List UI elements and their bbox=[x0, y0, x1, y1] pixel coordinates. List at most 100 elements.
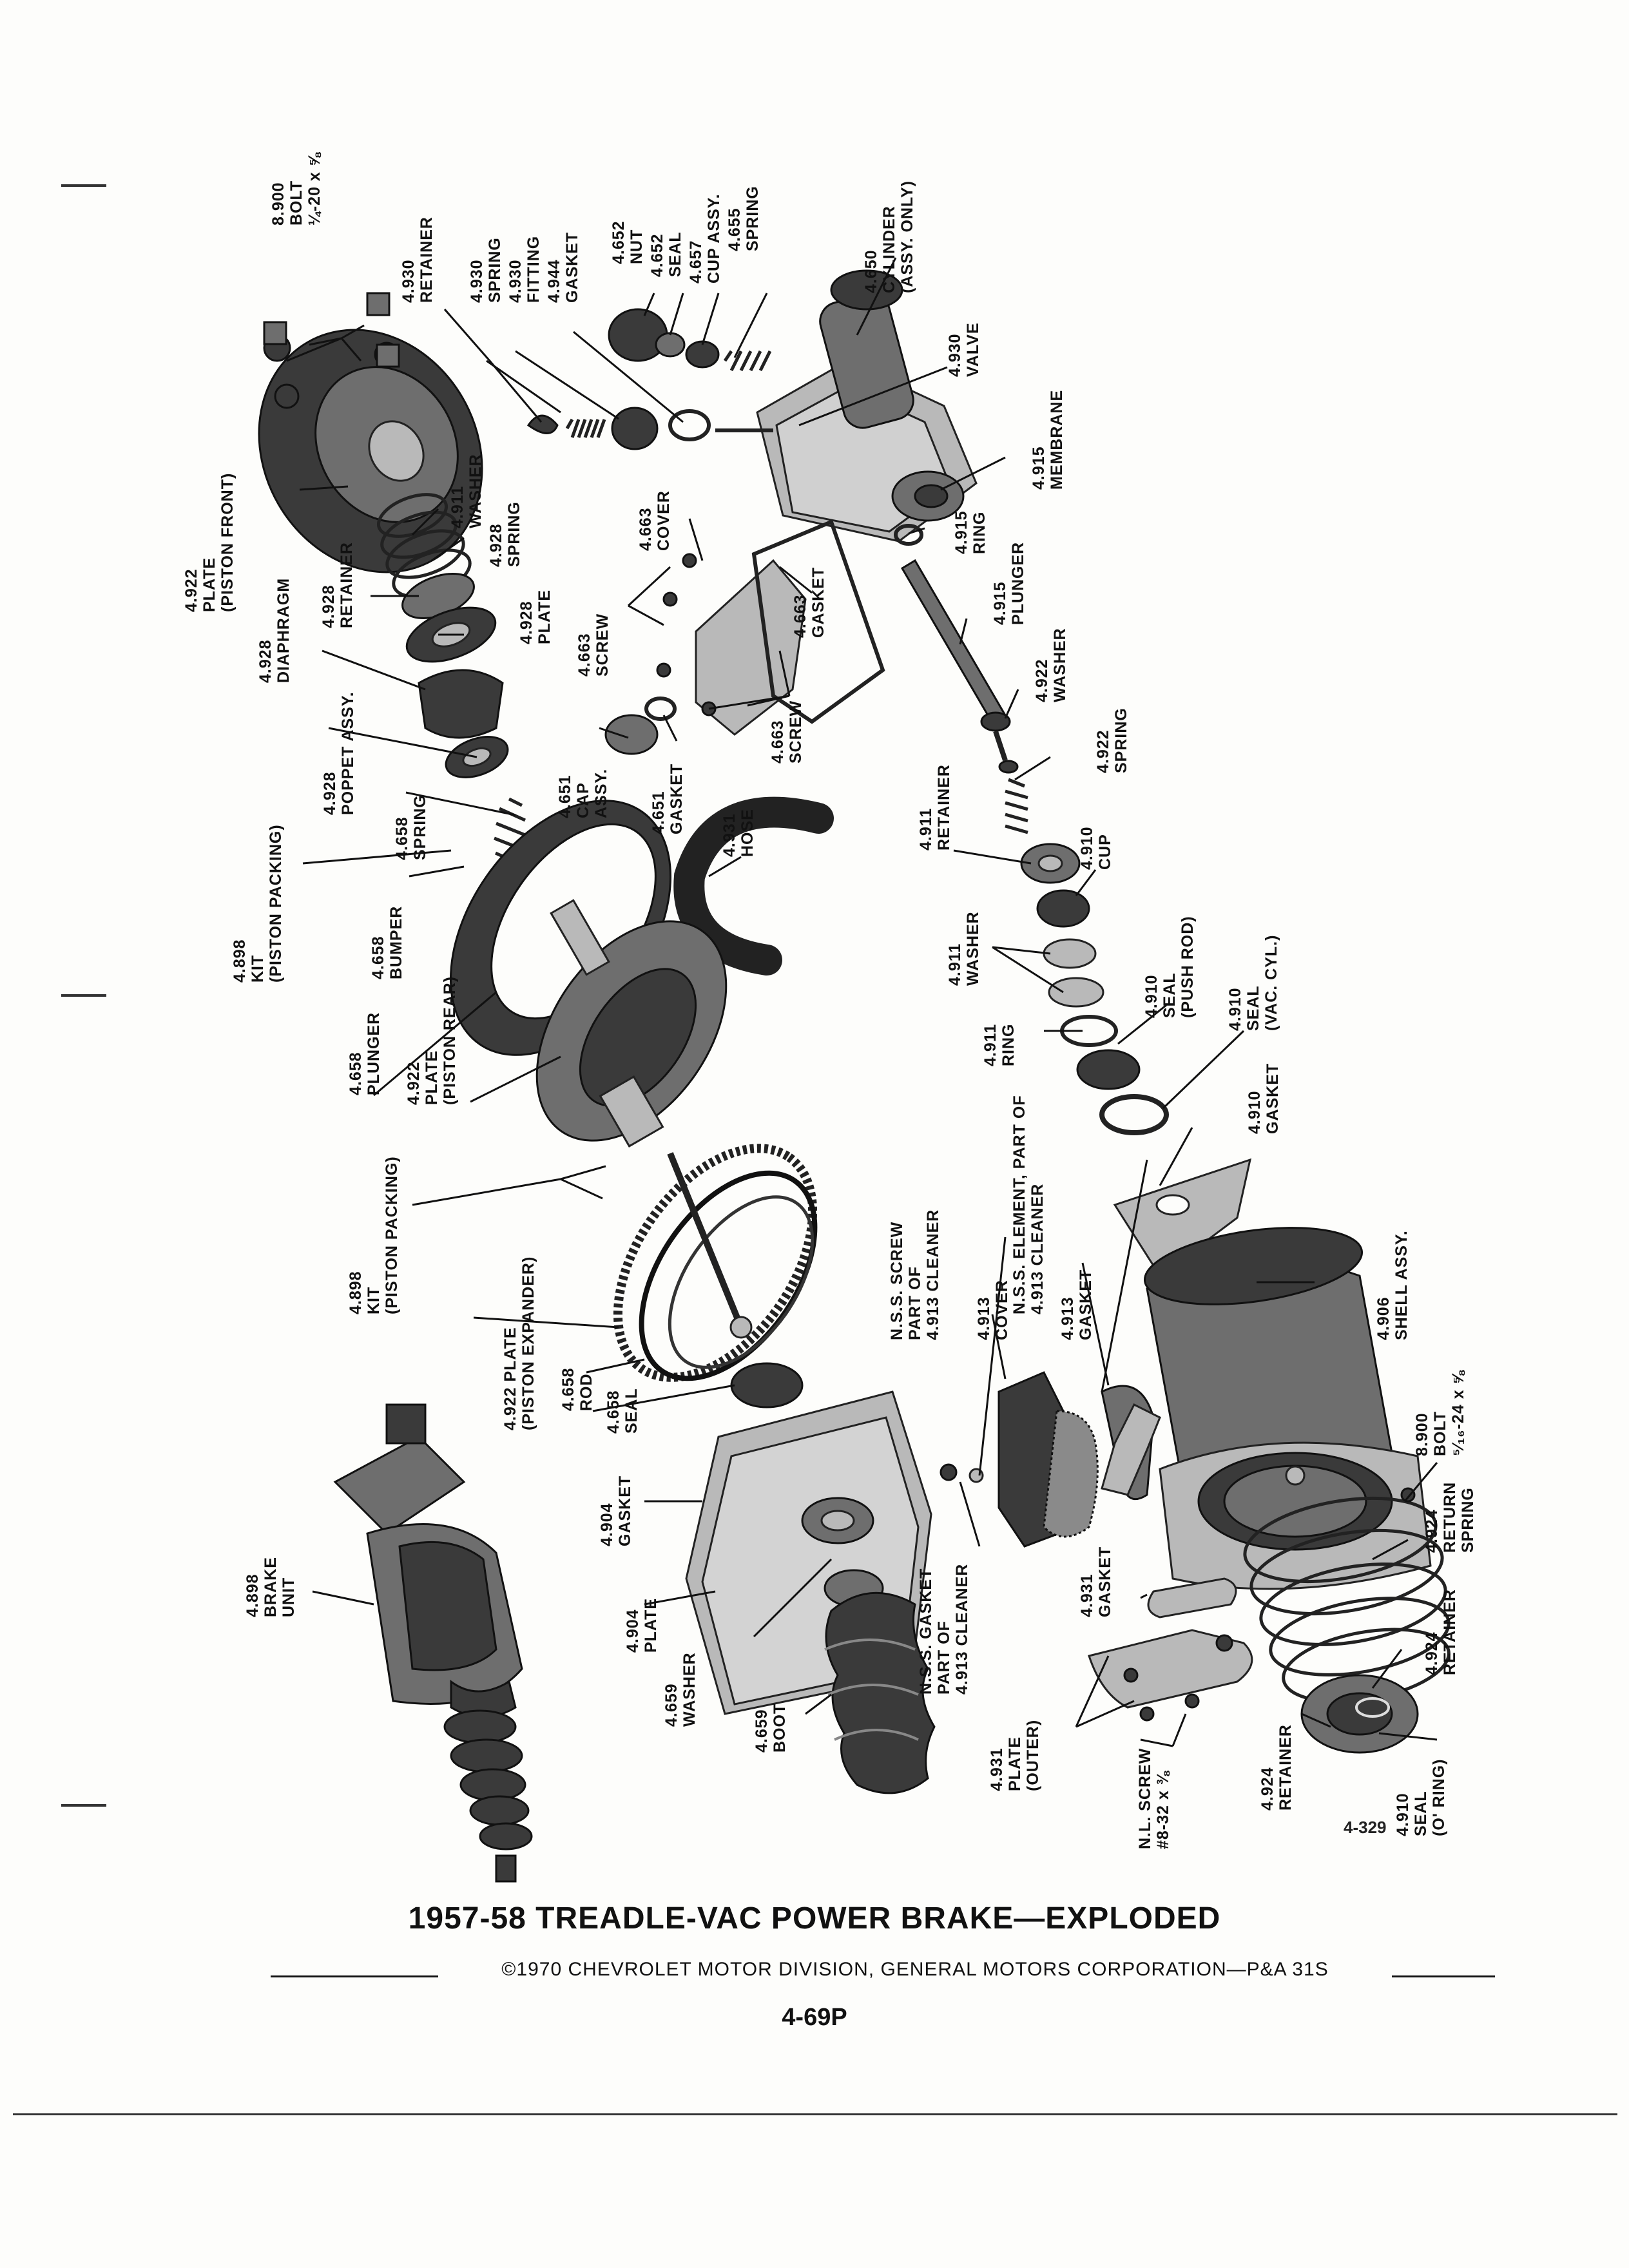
callout-line: WASHER bbox=[680, 1652, 699, 1727]
callout-line: CYLINDER bbox=[880, 206, 898, 293]
callout-line: 4.911 bbox=[448, 486, 467, 528]
callout-line: 4.922 bbox=[1094, 729, 1112, 773]
callout-label: 4.930RETAINER bbox=[400, 216, 436, 303]
leader-lines bbox=[286, 257, 1438, 1747]
callout-line: 4.910 bbox=[1142, 974, 1161, 1018]
callout-line: BOOT bbox=[771, 1704, 789, 1753]
callout-line: SEAL bbox=[1244, 985, 1262, 1031]
callout-label: 4.663SCREW bbox=[575, 613, 612, 677]
callout-line: 4.904 bbox=[624, 1609, 642, 1653]
callout-label: 4.652SEAL bbox=[648, 231, 684, 277]
callout-line: WASHER bbox=[467, 454, 485, 528]
callout-line: 4.928 bbox=[517, 601, 535, 644]
callout-label: 4.930FITTING bbox=[506, 236, 543, 303]
callout-label: 4.922SPRING bbox=[1094, 707, 1130, 773]
callout-line: PLATE bbox=[423, 1050, 441, 1105]
callout-label: 4.910SEAL(O' RING) bbox=[1394, 1759, 1448, 1837]
bolts-top bbox=[263, 292, 400, 368]
callout-line: 4.651 bbox=[650, 791, 668, 834]
callout-line: 8.900 bbox=[269, 182, 287, 226]
hose bbox=[673, 796, 834, 975]
callout-line: GASKET bbox=[1264, 1063, 1282, 1134]
callout-label: 8.900BOLT¼-20 x ⅝ bbox=[269, 151, 323, 226]
callout-line: N.S.S. SCREW bbox=[888, 1222, 906, 1340]
callout-line: 4.913 bbox=[975, 1296, 993, 1340]
callout-line: 4.944 bbox=[545, 259, 563, 303]
callout-line: SEAL bbox=[622, 1388, 641, 1434]
callout-line: 4.658 bbox=[369, 936, 387, 979]
triangle-gasket bbox=[1113, 1158, 1252, 1278]
callout-line: GASKET bbox=[563, 232, 581, 303]
callout-line: WASHER bbox=[1051, 628, 1069, 702]
callout-line: 4.930 bbox=[400, 259, 418, 303]
callout-line: CUP ASSY. bbox=[705, 193, 723, 284]
callout-line: (PISTON PACKING) bbox=[267, 824, 285, 983]
callout-line: 4.928 bbox=[256, 639, 275, 683]
callout-line: RETAINER bbox=[1277, 1724, 1295, 1811]
callout-line: PLUNGER bbox=[365, 1012, 383, 1095]
callout-line: 4.931 bbox=[988, 1747, 1006, 1791]
piston-front-plate bbox=[258, 329, 483, 573]
callout-label: 4.930VALVE bbox=[946, 322, 982, 377]
callout-line: RETAINER bbox=[418, 216, 436, 303]
callout-line: 4.922 bbox=[182, 568, 200, 612]
callout-label: 4.915MEMBRANE bbox=[1030, 390, 1066, 490]
callout-line: SCREW bbox=[593, 613, 612, 677]
callout-label: N.L. SCREW#8-32 x ⅜ bbox=[1136, 1748, 1172, 1849]
callout-line: 4.913 bbox=[1059, 1296, 1077, 1340]
callout-label: 4.922PLATE(PISTON REAR) bbox=[405, 976, 459, 1105]
callout-label: 4.931PLATE(OUTER) bbox=[988, 1720, 1042, 1791]
callout-line: 4.924 bbox=[1258, 1767, 1277, 1811]
callout-line: RING bbox=[970, 512, 988, 555]
callout-line: 4.898 bbox=[244, 1573, 262, 1617]
valve-small-parts bbox=[526, 407, 773, 450]
callout-line: 4.924 bbox=[1423, 1509, 1441, 1553]
callout-line: RETURN bbox=[1441, 1482, 1459, 1553]
callout-line: FITTING bbox=[525, 236, 543, 303]
callout-label: 4.922WASHER bbox=[1033, 628, 1069, 702]
callout-label: 4.898KIT(PISTON PACKING) bbox=[231, 824, 285, 983]
callout-label: 4.906SHELL ASSY. bbox=[1374, 1230, 1411, 1340]
callout-line: RING bbox=[999, 1024, 1017, 1067]
bottom-rule bbox=[13, 2113, 1617, 2115]
callout-label: 4.928RETAINER bbox=[320, 542, 356, 628]
callout-line: 4.931 bbox=[720, 813, 738, 857]
callout-line: BOLT bbox=[1431, 1411, 1449, 1456]
callout-line: 4.663 bbox=[769, 720, 787, 764]
callout-label: 4.910SEAL(PUSH ROD) bbox=[1142, 916, 1197, 1018]
callout-line: #8-32 x ⅜ bbox=[1154, 1770, 1172, 1849]
callout-line: SEAL bbox=[1161, 972, 1179, 1018]
callout-line: GASKET bbox=[616, 1475, 634, 1546]
callout-label: 4.655SPRING bbox=[726, 186, 762, 251]
callout-label: 4.911RETAINER bbox=[917, 764, 953, 850]
margin-mark bbox=[61, 184, 106, 187]
callout-label: 4.904GASKET bbox=[598, 1475, 634, 1546]
callout-line: SHELL ASSY. bbox=[1393, 1230, 1411, 1340]
callout-label: 4.944GASKET bbox=[545, 232, 581, 303]
callout-line: 4.930 bbox=[468, 259, 486, 303]
retainer-oring bbox=[1300, 1674, 1419, 1754]
callout-line: (PISTON PACKING) bbox=[383, 1156, 401, 1314]
callout-line: N.L. SCREW bbox=[1136, 1748, 1154, 1849]
callout-line: PLATE bbox=[642, 1598, 660, 1653]
parts-illustration bbox=[258, 269, 1451, 1883]
rod-seal-part bbox=[730, 1362, 804, 1408]
callout-labels: 8.900BOLT¼-20 x ⅝ 4.930RETAINER 4.930SPR… bbox=[182, 151, 1477, 1849]
callout-line: SPRING bbox=[744, 186, 762, 251]
callout-line: COVER bbox=[993, 1280, 1011, 1340]
callout-line: 4.915 bbox=[1030, 446, 1048, 490]
callout-line: SPRING bbox=[486, 237, 504, 303]
callout-line: 4.930 bbox=[506, 259, 525, 303]
callout-line: ASSY. bbox=[592, 769, 610, 818]
callout-line: CAP bbox=[574, 782, 592, 818]
callout-line: 4.928 bbox=[487, 523, 505, 567]
callout-line: GASKET bbox=[668, 764, 686, 834]
callout-label: 4.924RETAINER bbox=[1258, 1724, 1295, 1811]
callout-line: 4.910 bbox=[1394, 1792, 1412, 1836]
callout-line: DIAPHRAGM bbox=[275, 578, 293, 683]
callout-line: 4.898 bbox=[347, 1271, 365, 1314]
callout-label: N.S.S. GASKETPART OF4.913 CLEANER bbox=[917, 1564, 971, 1695]
callout-line: 4.651 bbox=[556, 774, 574, 818]
callout-label: 4.931GASKET bbox=[1078, 1546, 1114, 1617]
callout-line: VALVE bbox=[964, 322, 982, 377]
